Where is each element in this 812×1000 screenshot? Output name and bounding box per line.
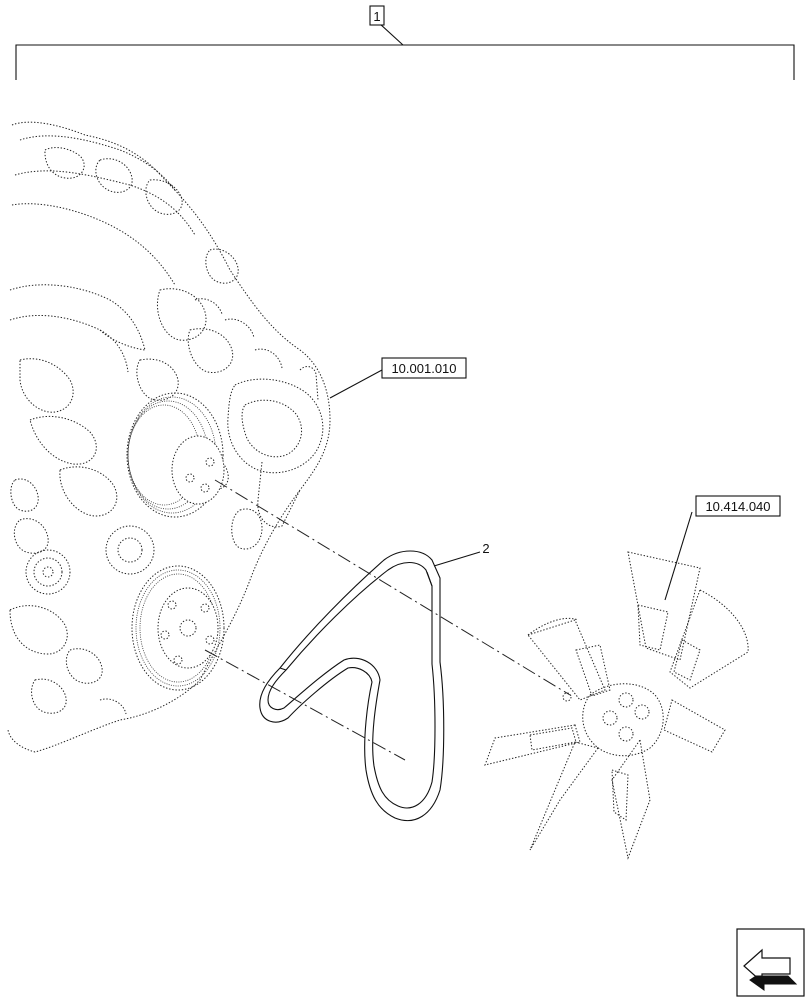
callout-water-pump-ref[interactable]: 10.001.010 <box>329 357 467 399</box>
callout-belt[interactable]: 2 <box>433 541 490 567</box>
assembly-bracket <box>15 23 795 80</box>
cooling-fan <box>484 551 749 860</box>
engine-block <box>7 121 331 753</box>
callout-fan-ref[interactable]: 10.414.040 <box>664 495 781 601</box>
callout-assembly-label: 1 <box>373 9 380 24</box>
callout-belt-label: 2 <box>482 541 489 556</box>
back-arrow-icon[interactable] <box>736 928 805 997</box>
crankshaft-pulley <box>131 565 225 691</box>
callout-assembly[interactable]: 1 <box>369 5 385 26</box>
callout-fan-ref-label: 10.414.040 <box>705 499 770 514</box>
center-lines <box>204 479 571 761</box>
fan-drive-pulley <box>126 392 225 518</box>
drive-belt <box>259 550 445 822</box>
callout-water-pump-ref-label: 10.001.010 <box>391 361 456 376</box>
